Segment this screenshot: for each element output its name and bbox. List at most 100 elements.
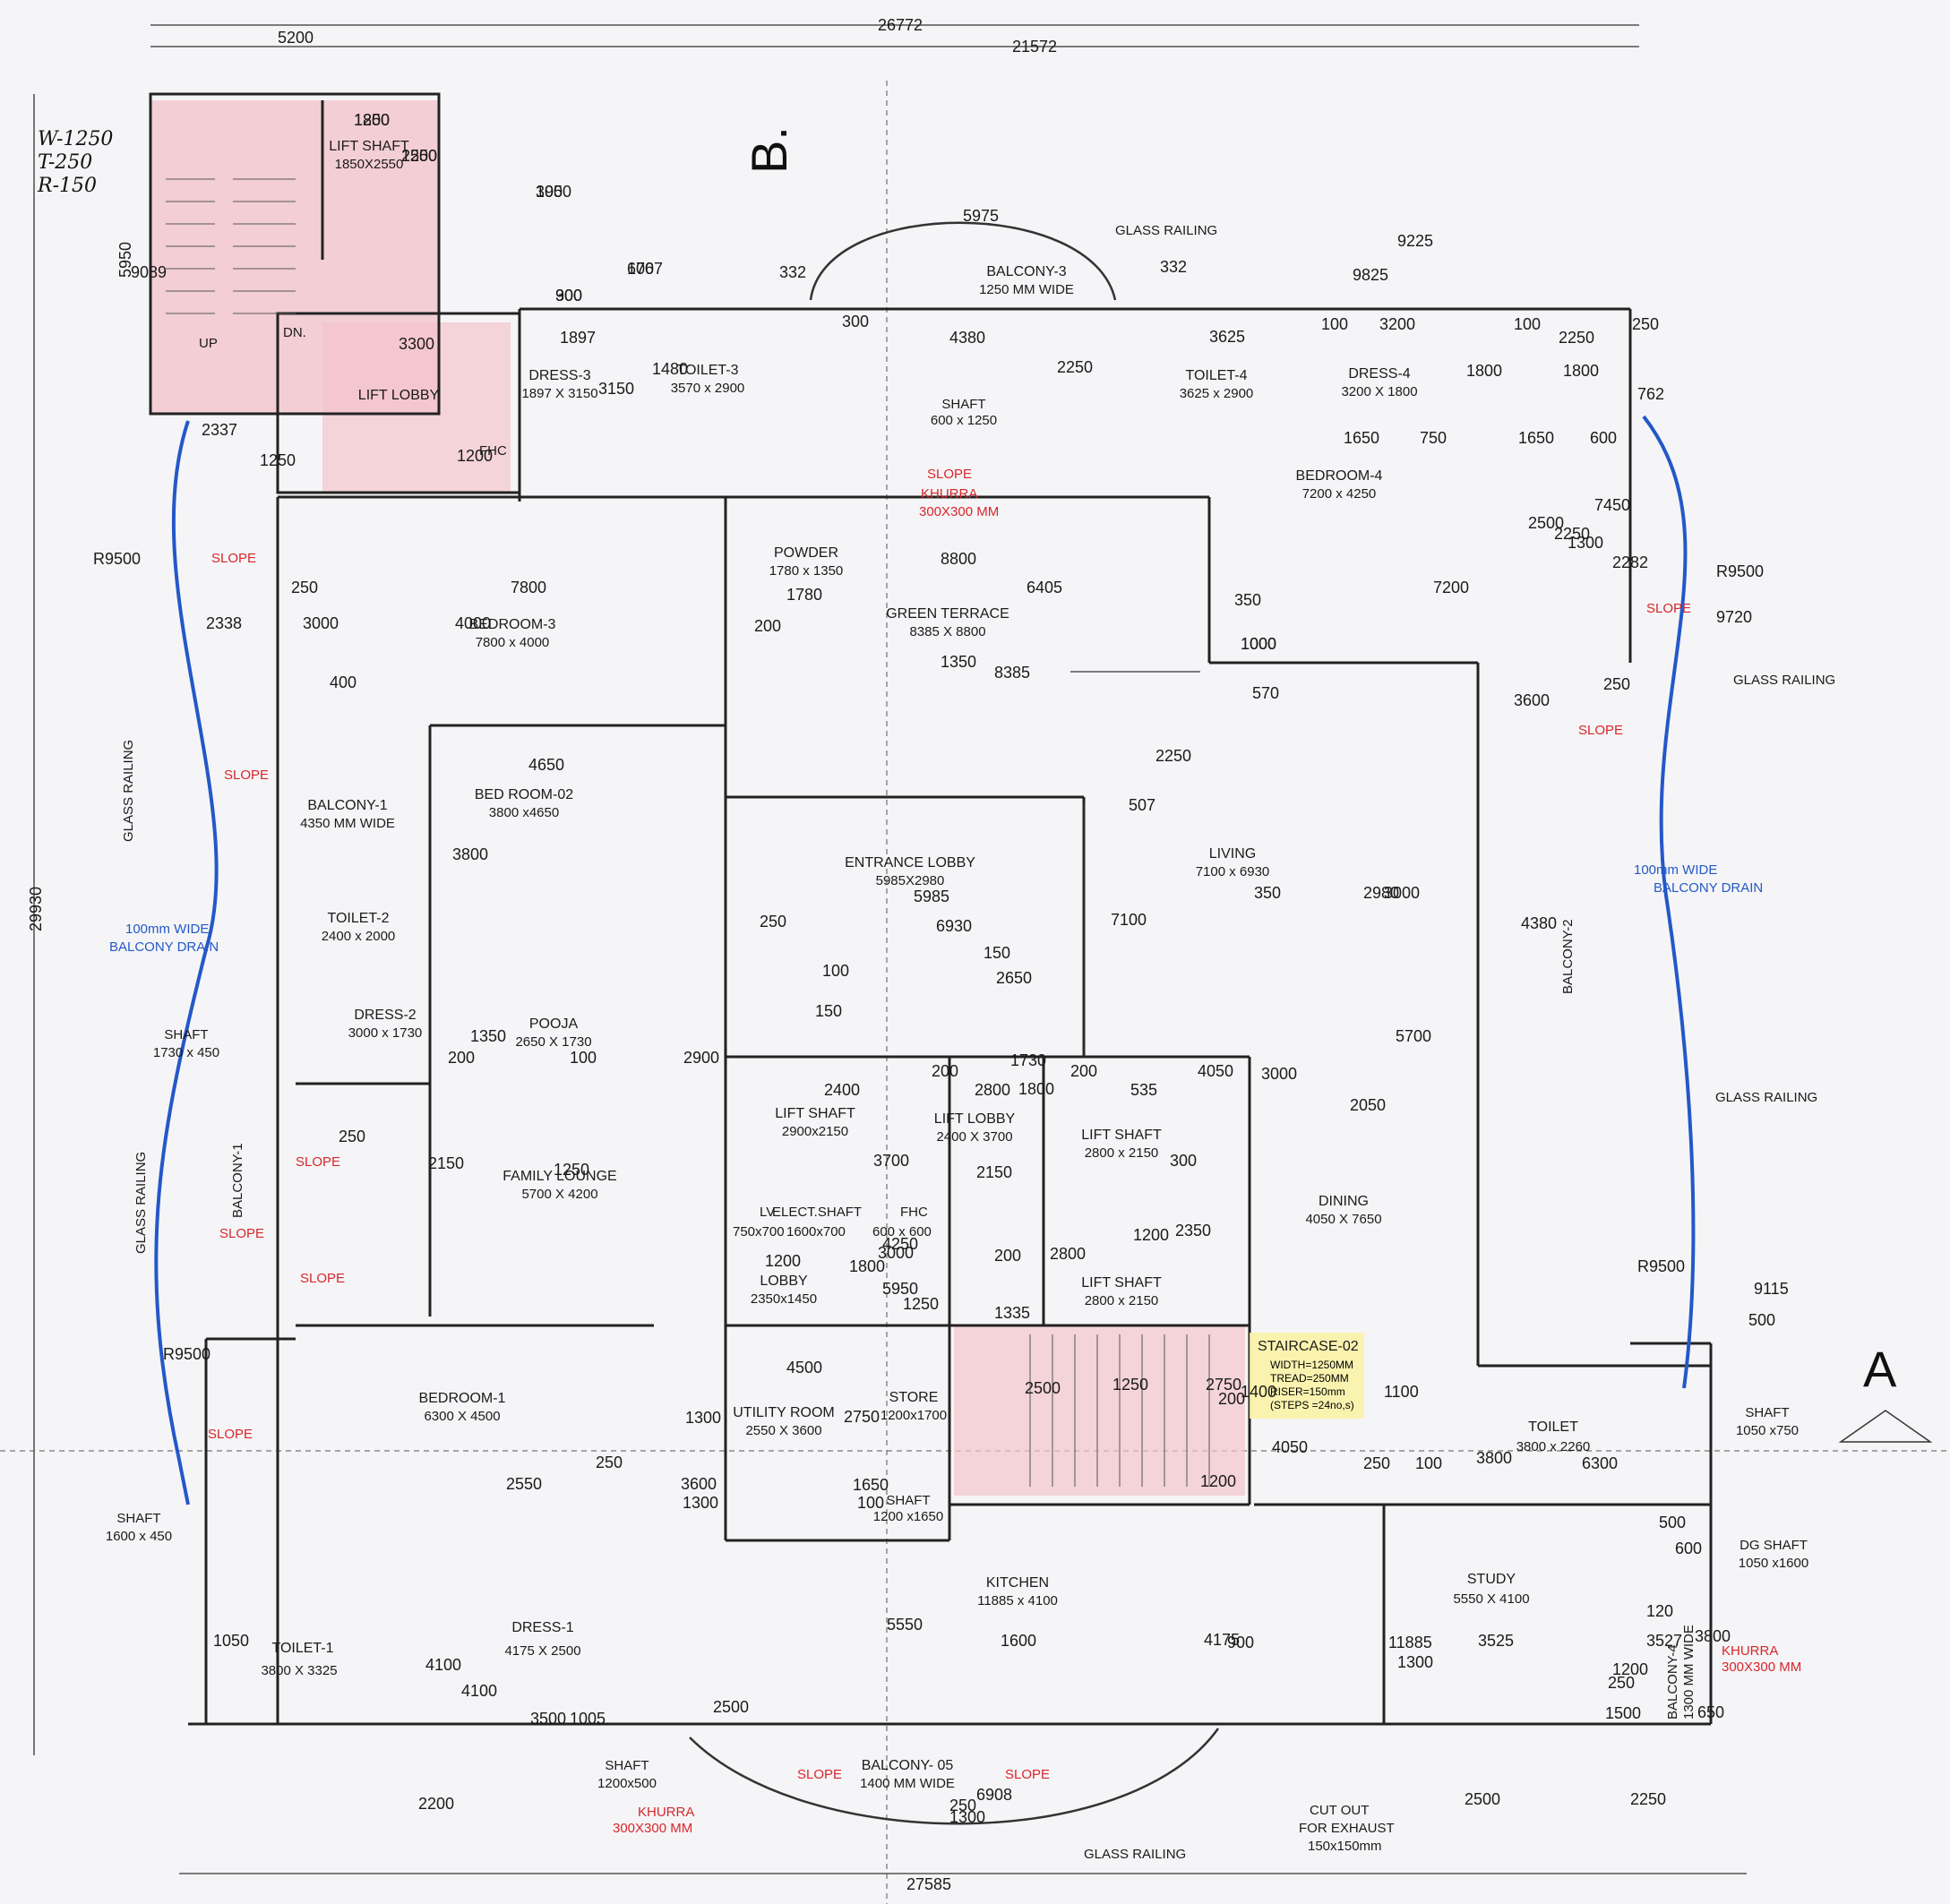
dimension-value: 2800 xyxy=(1050,1245,1086,1263)
dimension-value: 1300 xyxy=(685,1409,721,1427)
dimension-value: 900 xyxy=(1227,1634,1254,1651)
dimension-value: 500 xyxy=(1748,1311,1775,1329)
dimension-value: 1400 xyxy=(1241,1383,1276,1401)
dimension-value: 600 xyxy=(1675,1539,1702,1557)
drain-label: BALCONY DRAIN xyxy=(109,939,219,955)
room-name: BEDROOM-3 xyxy=(469,617,556,632)
dimension-value: 2200 xyxy=(418,1795,454,1813)
dimension-value: 2980 xyxy=(1363,884,1399,902)
slope-label: SLOPE xyxy=(797,1767,842,1782)
dimension-value: 5550 xyxy=(887,1616,923,1634)
dimension-value: 350 xyxy=(1234,591,1261,609)
room-name: DRESS-1 xyxy=(511,1620,573,1635)
dimension-value: 100 xyxy=(627,260,654,278)
dimension-value: 1250 xyxy=(554,1161,589,1179)
room-name: DRESS-3 xyxy=(528,368,590,383)
lv-size: 750x700 xyxy=(733,1224,785,1239)
glass-railings xyxy=(154,221,1696,1825)
shaft-size: 1050 x1600 xyxy=(1739,1556,1808,1571)
dimension-value: 100 xyxy=(857,1494,884,1512)
dimension-value: 2150 xyxy=(428,1154,464,1172)
staircase2-shading xyxy=(954,1325,1245,1496)
dimension-value: 200 xyxy=(1218,1390,1245,1408)
dimension-value: 1350 xyxy=(470,1027,506,1045)
room-name: LIFT SHAFT xyxy=(329,139,409,154)
dimension-value: 1200 xyxy=(401,147,437,165)
shaft-name: SHAFT xyxy=(886,1493,930,1508)
dimension-value: 1200 xyxy=(354,111,390,129)
dimension-value: 2337 xyxy=(202,421,237,439)
glass-railing-label: GLASS RAILING xyxy=(121,740,136,842)
dimension-value: 3600 xyxy=(1514,691,1550,709)
dimension-value: 7800 xyxy=(511,579,546,596)
room-size: 2800 x 2150 xyxy=(1085,1145,1159,1161)
dim-bottom-total: 27585 xyxy=(906,1875,951,1893)
drain-label: 100mm WIDE xyxy=(125,922,209,937)
room-size: 2650 X 1730 xyxy=(515,1034,591,1050)
dimension-value: 7200 xyxy=(1433,579,1469,596)
dimension-value: 2750 xyxy=(844,1408,880,1426)
dimension-value: 4050 xyxy=(1198,1062,1233,1080)
room-size: 7200 x 4250 xyxy=(1302,486,1377,502)
dimension-value: 570 xyxy=(1252,684,1279,702)
dimension-value: 8800 xyxy=(941,550,976,568)
staircase-line: WIDTH=1250MM xyxy=(1270,1359,1353,1371)
cutout-label: FOR EXHAUST xyxy=(1299,1821,1395,1836)
fhc-label: FHC xyxy=(479,443,507,459)
room-name: BEDROOM-4 xyxy=(1296,468,1383,484)
dimension-value: 1005 xyxy=(570,1710,606,1728)
dimension-value: 2250 xyxy=(1630,1790,1666,1808)
dimension-value: 1100 xyxy=(1384,1383,1419,1401)
dim-left-total: 29930 xyxy=(27,887,45,931)
balcony4-size: 1300 MM WIDE xyxy=(1681,1625,1697,1720)
dimension-value: 2500 xyxy=(1025,1379,1061,1397)
dim-left-upper: 5950 xyxy=(116,242,134,278)
balcony4-label: BALCONY-4 xyxy=(1665,1644,1680,1720)
dimension-value: 1200 xyxy=(765,1252,801,1270)
room-size: 3200 X 1800 xyxy=(1341,384,1417,399)
radius-label: R9500 xyxy=(1637,1257,1685,1275)
fhc-label: FHC xyxy=(900,1205,928,1220)
elect-shaft-label: ELECT.SHAFT xyxy=(772,1205,862,1220)
dimension-value: 300 xyxy=(555,287,582,304)
dimension-value: 3800 xyxy=(1476,1449,1512,1467)
dimension-value: 100 xyxy=(822,962,849,980)
dimension-value: 1500 xyxy=(1605,1704,1641,1722)
dimension-value: 9115 xyxy=(1754,1280,1789,1298)
room-name: LIVING xyxy=(1209,846,1256,862)
dimension-value: 2750 xyxy=(1206,1376,1241,1394)
dimension-value: 1000 xyxy=(1241,635,1276,653)
drain-label: 100mm WIDE xyxy=(1634,862,1717,878)
dim-top-left: 5200 xyxy=(278,29,314,47)
glass-railing-label: GLASS RAILING xyxy=(1084,1847,1186,1862)
dimension-value: 9825 xyxy=(1353,266,1388,284)
dimension-value: 1650 xyxy=(853,1476,889,1494)
shaft-size: 1600 x 450 xyxy=(106,1529,172,1544)
dimension-value: 100 xyxy=(536,183,563,201)
dimension-value: 5975 xyxy=(963,207,999,225)
dimension-value: 2150 xyxy=(976,1163,1012,1181)
room-labels: LIFT SHAFT 1850X2550 LIFT LOBBY DRESS-3 … xyxy=(261,139,1590,1791)
room-name: DRESS-2 xyxy=(354,1008,416,1023)
dimension-value: 250 xyxy=(1603,675,1630,693)
room-name: UTILITY ROOM xyxy=(733,1405,835,1420)
room-name: TOILET-1 xyxy=(271,1641,333,1656)
dimension-value: 6300 xyxy=(1582,1454,1618,1472)
dimension-value: 2550 xyxy=(506,1475,542,1493)
dimension-value: 200 xyxy=(932,1062,958,1080)
dimension-value: 300 xyxy=(842,313,869,330)
dimension-value: 1800 xyxy=(1466,362,1502,380)
dimension-value: 3600 xyxy=(681,1475,717,1493)
dimension-value: 750 xyxy=(1420,429,1447,447)
walls xyxy=(149,92,1713,1726)
dimension-value: 200 xyxy=(994,1247,1021,1265)
room-name: ENTRANCE LOBBY xyxy=(845,855,975,871)
dimension-value: 1850 xyxy=(354,111,390,129)
dimension-value: 250 xyxy=(291,579,318,596)
room-size: 5550 X 4100 xyxy=(1453,1591,1529,1607)
slope-label: SLOPE xyxy=(296,1154,340,1170)
dimension-value: 250 xyxy=(760,913,786,931)
note-line-1: W-1250 xyxy=(38,128,113,150)
room-size: 2900x2150 xyxy=(782,1124,848,1139)
room-size: 3625 x 2900 xyxy=(1180,386,1254,401)
